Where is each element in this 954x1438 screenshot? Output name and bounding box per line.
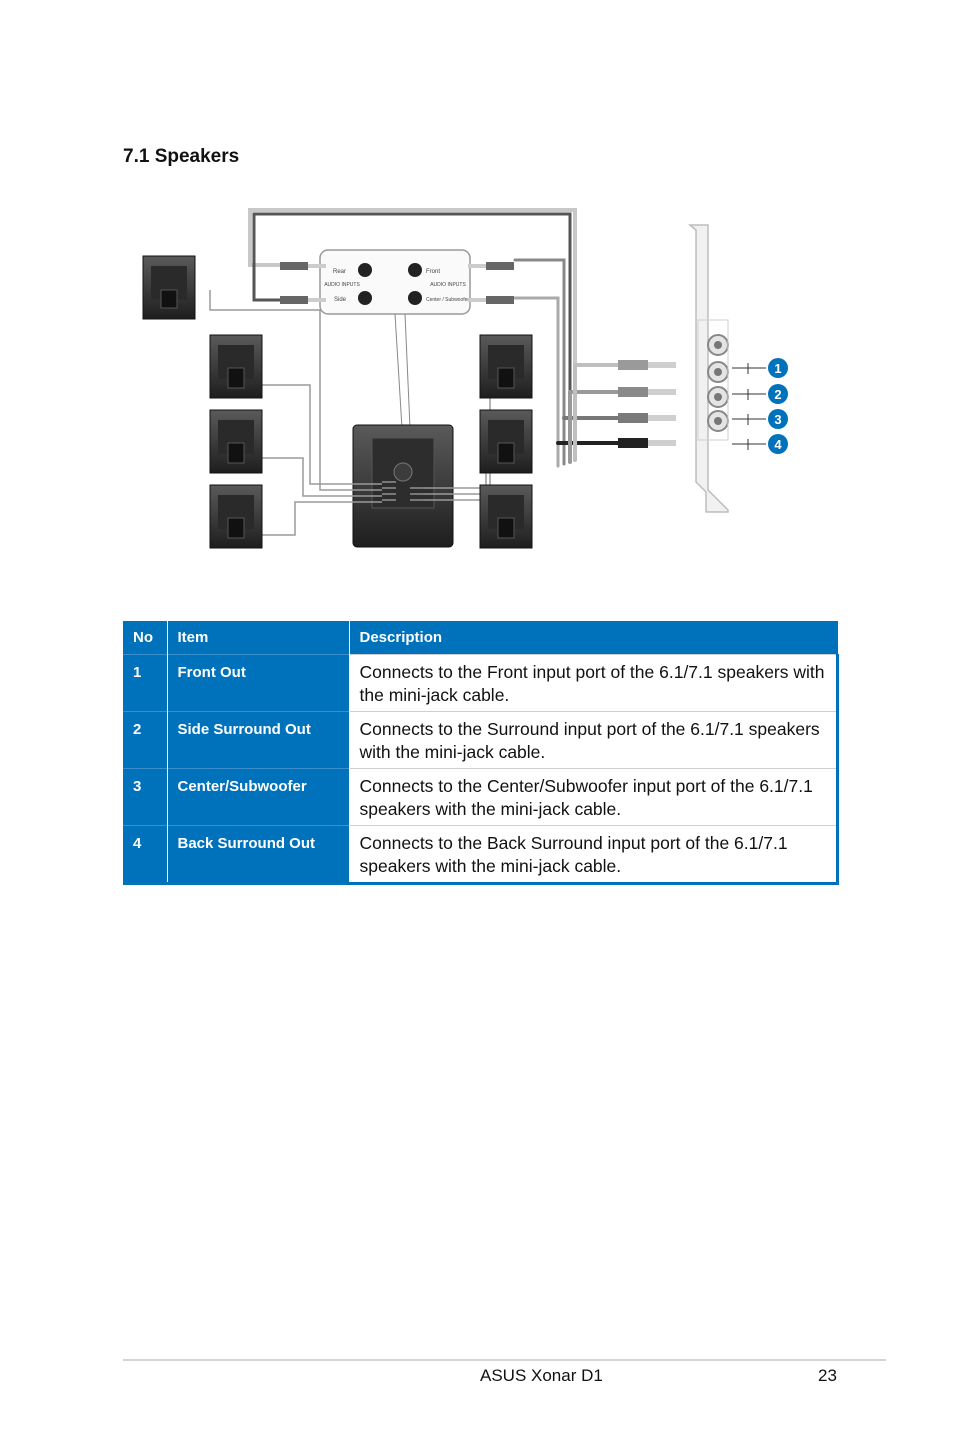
table-row: 3 Center/Subwoofer Connects to the Cente… bbox=[123, 768, 839, 826]
svg-text:3: 3 bbox=[774, 412, 781, 427]
row-no: 2 bbox=[123, 711, 168, 769]
port-callout-lines bbox=[732, 363, 766, 450]
svg-text:AUDIO INPUTS: AUDIO INPUTS bbox=[430, 282, 466, 288]
svg-text:AUDIO INPUTS: AUDIO INPUTS bbox=[324, 282, 360, 288]
header-no: No bbox=[123, 621, 168, 655]
jack-plugs bbox=[618, 360, 676, 448]
speaker-side-right bbox=[479, 409, 533, 474]
row-item: Center/Subwoofer bbox=[167, 768, 350, 826]
svg-text:Rear: Rear bbox=[333, 269, 346, 275]
row-description: Connects to the Surround input port of t… bbox=[349, 711, 839, 769]
sound-card-bracket bbox=[687, 224, 729, 513]
footer-product-name: ASUS Xonar D1 bbox=[480, 1366, 603, 1385]
port-badge-4: 4 bbox=[768, 434, 788, 454]
row-item: Side Surround Out bbox=[167, 711, 350, 769]
row-description: Connects to the Front input port of the … bbox=[349, 654, 839, 712]
svg-text:Side: Side bbox=[334, 297, 347, 303]
speaker-connection-diagram: 1 2 3 4 Rear Side Front Center / Subwoof… bbox=[142, 208, 788, 549]
row-item: Back Surround Out bbox=[167, 825, 350, 885]
speaker-center bbox=[142, 255, 196, 320]
table-row: 1 Front Out Connects to the Front input … bbox=[123, 654, 839, 712]
footer-page-number: 23 bbox=[818, 1366, 837, 1385]
svg-text:Center / Subwoofer: Center / Subwoofer bbox=[426, 297, 469, 303]
port-badge-3: 3 bbox=[768, 409, 788, 429]
speaker-front-right bbox=[479, 334, 533, 399]
header-description: Description bbox=[349, 621, 838, 655]
speaker-back-right bbox=[479, 484, 533, 549]
svg-text:2: 2 bbox=[774, 387, 781, 402]
row-item: Front Out bbox=[167, 654, 350, 712]
svg-text:1: 1 bbox=[774, 361, 781, 376]
row-no: 3 bbox=[123, 768, 168, 826]
table-header-row: No Item Description bbox=[123, 621, 838, 655]
table-row: 2 Side Surround Out Connects to the Surr… bbox=[123, 711, 839, 769]
speaker-front-left bbox=[209, 334, 263, 399]
svg-text:4: 4 bbox=[774, 437, 782, 452]
port-badge-2: 2 bbox=[768, 384, 788, 404]
row-no: 1 bbox=[123, 654, 168, 712]
footer-divider bbox=[123, 1359, 886, 1361]
table-row: 4 Back Surround Out Connects to the Back… bbox=[123, 825, 839, 885]
amp-input-cables bbox=[280, 262, 514, 429]
row-no: 4 bbox=[123, 825, 168, 885]
header-item: Item bbox=[167, 621, 350, 655]
amplifier-input-panel: Rear Side Front Center / Subwoofer AUDIO… bbox=[319, 249, 471, 315]
row-description: Connects to the Center/Subwoofer input p… bbox=[349, 768, 839, 826]
row-description: Connects to the Back Surround input port… bbox=[349, 825, 839, 885]
subwoofer bbox=[352, 424, 454, 548]
port-badge-1: 1 bbox=[768, 358, 788, 378]
section-title: 7.1 Speakers bbox=[123, 146, 240, 167]
cable-bundle bbox=[248, 208, 622, 468]
speaker-back-left bbox=[209, 484, 263, 549]
svg-text:Front: Front bbox=[426, 269, 440, 275]
speaker-side-left bbox=[209, 409, 263, 474]
port-description-table: No Item Description 1 Front Out Connects… bbox=[123, 621, 839, 885]
